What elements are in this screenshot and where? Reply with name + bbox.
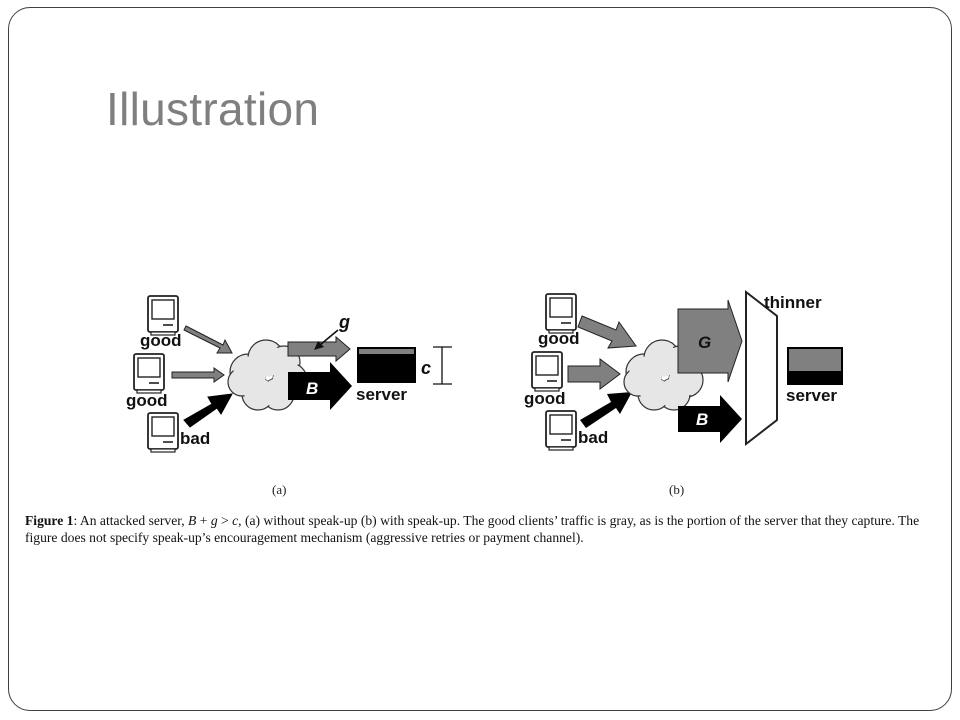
client-label: bad bbox=[578, 428, 608, 447]
bad-flow-label: B bbox=[696, 410, 708, 429]
computer-icon bbox=[531, 351, 563, 392]
capacity-label: c bbox=[421, 358, 431, 378]
computer-icon bbox=[545, 410, 577, 451]
thinner bbox=[745, 289, 778, 447]
good-flow-label: G bbox=[698, 333, 711, 352]
bad-traffic-arrow bbox=[183, 393, 233, 428]
client-label: good bbox=[538, 329, 580, 348]
bad-flow-arrow bbox=[678, 395, 742, 443]
computer-icon bbox=[147, 295, 179, 336]
computer-icon bbox=[147, 412, 179, 453]
client-label: bad bbox=[180, 429, 210, 448]
figure-caption: Figure 1: An attacked server, B + g > c,… bbox=[25, 513, 920, 545]
thinner-label: thinner bbox=[764, 293, 822, 312]
bad-traffic-arrow bbox=[580, 392, 632, 428]
computer-icon bbox=[545, 293, 577, 334]
server-label: server bbox=[356, 385, 407, 404]
good-flow-arrow bbox=[287, 335, 351, 363]
panel-b: good good bad G B thinner server (b) bbox=[524, 289, 843, 497]
good-traffic-arrow bbox=[567, 358, 621, 390]
good-flow-arrow bbox=[677, 299, 743, 383]
bad-flow-label: B bbox=[306, 379, 318, 398]
good-flow-label: g bbox=[338, 312, 350, 332]
caption-prefix: Figure 1 bbox=[25, 513, 74, 528]
panel-label: (a) bbox=[272, 482, 286, 497]
label-pointer bbox=[319, 329, 339, 346]
client-label: good bbox=[126, 391, 168, 410]
good-traffic-arrow bbox=[171, 367, 225, 383]
client-label: good bbox=[524, 389, 566, 408]
panel-label: (b) bbox=[669, 482, 684, 497]
server-label: server bbox=[786, 386, 837, 405]
panel-a: good good bad B g server c (a) bbox=[126, 295, 452, 497]
good-traffic-arrow bbox=[577, 315, 637, 349]
computer-icon bbox=[133, 353, 165, 394]
bad-flow-arrow bbox=[288, 362, 352, 410]
client-label: good bbox=[140, 331, 182, 350]
good-traffic-arrow bbox=[183, 325, 233, 354]
slide-title: Illustration bbox=[106, 83, 320, 135]
